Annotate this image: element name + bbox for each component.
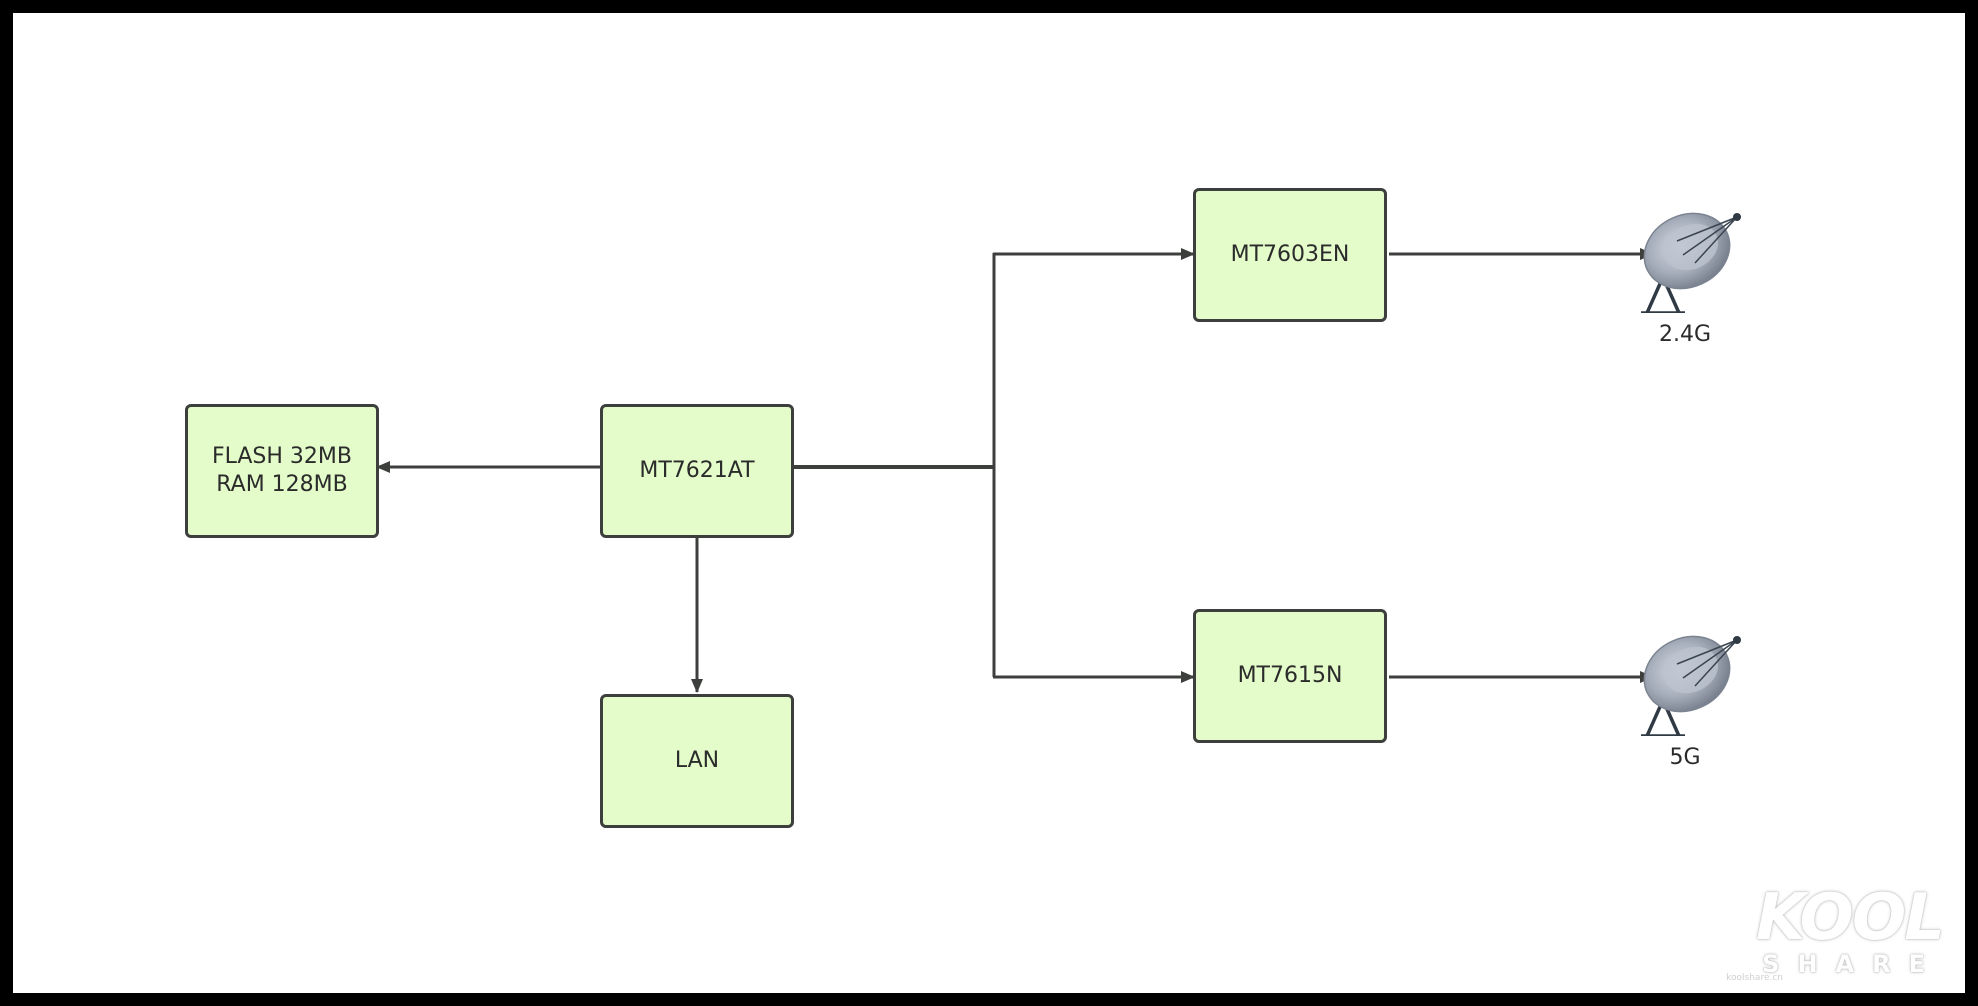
satellite-dish-icon[interactable] [1633, 626, 1743, 736]
memory-ram-line: RAM 128MB [216, 472, 348, 497]
connector-layer [376, 248, 1654, 693]
antenna-24-label: 2.4G [1658, 322, 1712, 347]
node-wifi-24-label: MT7603EN [1230, 242, 1350, 267]
node-soc[interactable]: MT7621AT [600, 404, 794, 538]
node-lan[interactable]: LAN [600, 694, 794, 828]
memory-flash-line: FLASH 32MB [211, 444, 353, 469]
node-wifi-5-label: MT7615N [1237, 663, 1343, 688]
node-memory[interactable]: FLASH 32MB RAM 128MB [185, 404, 379, 538]
satellite-dish-icon[interactable] [1633, 203, 1743, 313]
node-lan-label: LAN [674, 748, 720, 773]
node-wifi-5[interactable]: MT7615N [1193, 609, 1387, 743]
diagram-canvas: FLASH 32MB RAM 128MB MT7621AT LAN MT7603… [13, 13, 1965, 993]
node-wifi-24[interactable]: MT7603EN [1193, 188, 1387, 322]
node-soc-label: MT7621AT [639, 458, 755, 483]
antenna-5-label: 5G [1669, 745, 1701, 770]
node-memory-label: FLASH 32MB RAM 128MB [212, 443, 352, 499]
